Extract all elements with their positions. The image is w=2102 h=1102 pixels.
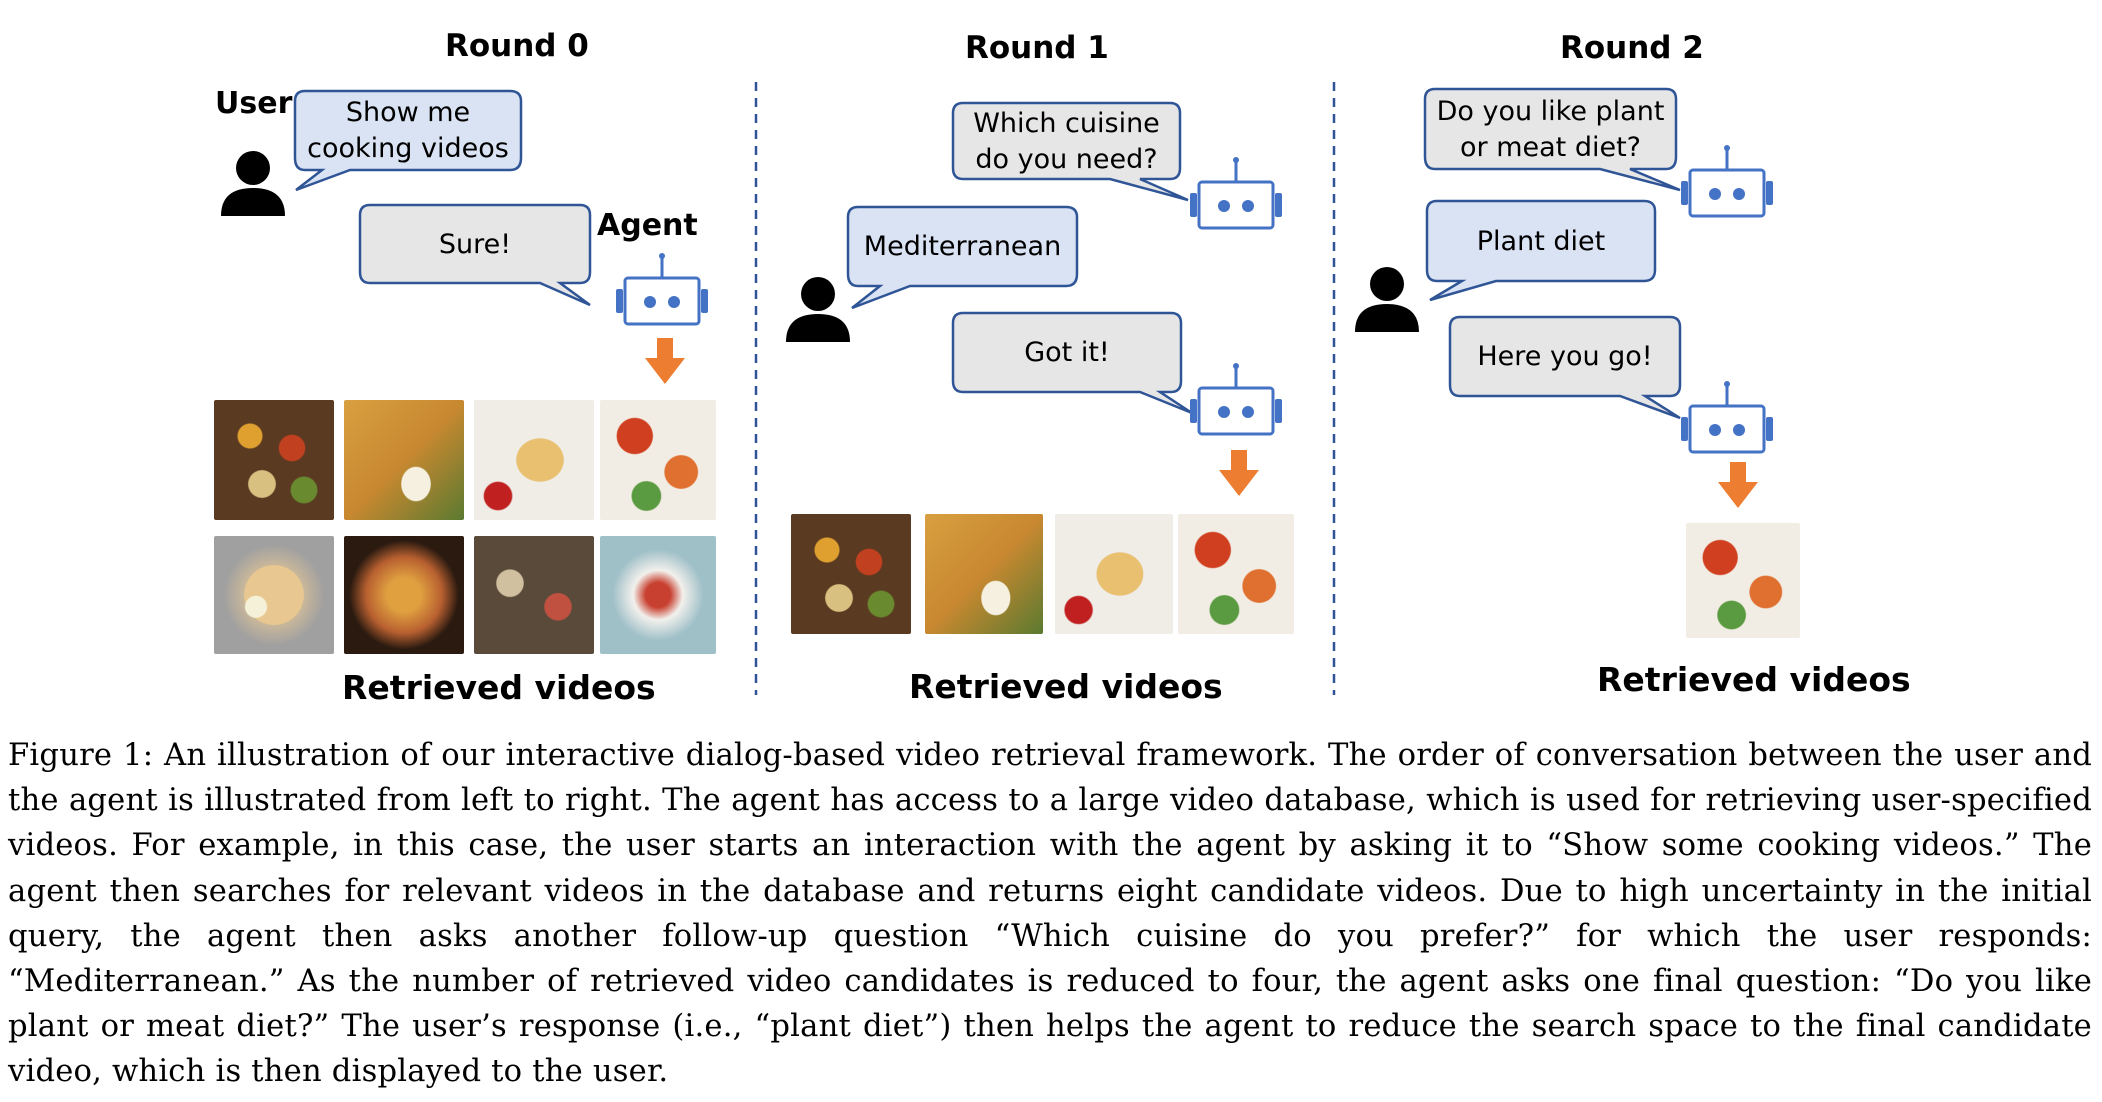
agent-question: Do you like plant or meat diet? xyxy=(1436,95,1665,163)
video-thumbnail xyxy=(1055,514,1173,634)
figure-graphics xyxy=(221,82,1775,695)
figure: Round 0 Round 1 Round 2 User Agent Show … xyxy=(214,28,1911,707)
agent-bubble xyxy=(1423,87,1681,192)
retrieved-videos-label: Retrieved videos xyxy=(1597,660,1911,699)
video-thumbnail xyxy=(600,536,716,654)
video-thumbnail xyxy=(344,536,464,654)
video-thumbnail xyxy=(474,536,594,654)
video-thumbnail xyxy=(600,400,716,520)
video-thumbnail xyxy=(1686,523,1800,638)
user-message: Show me cooking videos xyxy=(307,97,509,164)
agent-message: Sure! xyxy=(438,228,512,260)
user-bubble xyxy=(1425,199,1657,302)
round-title: Round 0 xyxy=(445,28,589,64)
user-bubble xyxy=(846,205,1079,310)
user-message: Mediterranean xyxy=(863,231,1062,262)
arrow-down-icon xyxy=(645,338,685,384)
retrieved-videos-label: Retrieved videos xyxy=(342,668,656,707)
robot-icon xyxy=(1679,379,1775,454)
video-thumbnail xyxy=(344,400,464,520)
robot-icon xyxy=(614,251,710,326)
user-label: User xyxy=(215,86,293,121)
video-thumbnail xyxy=(1178,514,1294,634)
video-thumbnail xyxy=(791,514,911,634)
user-icon xyxy=(221,151,285,216)
agent-bubble xyxy=(1448,315,1682,420)
robot-icon xyxy=(1188,361,1284,436)
round-title: Round 2 xyxy=(1560,30,1704,66)
user-message: Plant diet xyxy=(1476,225,1606,257)
agent-bubble xyxy=(951,101,1189,202)
round-title: Round 1 xyxy=(965,30,1109,66)
agent-bubble xyxy=(951,311,1193,415)
video-thumbnail xyxy=(474,400,594,520)
agent-message: Got it! xyxy=(1024,337,1110,368)
figure-label: Figure 1: xyxy=(8,738,154,773)
user-icon xyxy=(786,277,850,342)
video-thumbnail xyxy=(925,514,1043,634)
agent-bubble xyxy=(358,203,592,307)
video-thumbnail xyxy=(214,400,334,520)
user-bubble xyxy=(293,89,523,192)
agent-message: Here you go! xyxy=(1477,341,1653,372)
retrieved-videos-label: Retrieved videos xyxy=(909,667,1223,706)
robot-icon xyxy=(1679,143,1775,218)
arrow-down-icon xyxy=(1219,450,1259,496)
video-thumbnail xyxy=(214,536,334,654)
figure-caption: Figure 1: An illustration of our interac… xyxy=(8,733,2092,1095)
arrow-down-icon xyxy=(1718,462,1758,508)
robot-icon xyxy=(1188,155,1284,230)
caption-text: An illustration of our interactive dialo… xyxy=(8,738,2093,1090)
user-icon xyxy=(1355,267,1419,332)
agent-question: Which cuisine do you need? xyxy=(973,107,1160,175)
agent-label: Agent xyxy=(597,208,698,243)
